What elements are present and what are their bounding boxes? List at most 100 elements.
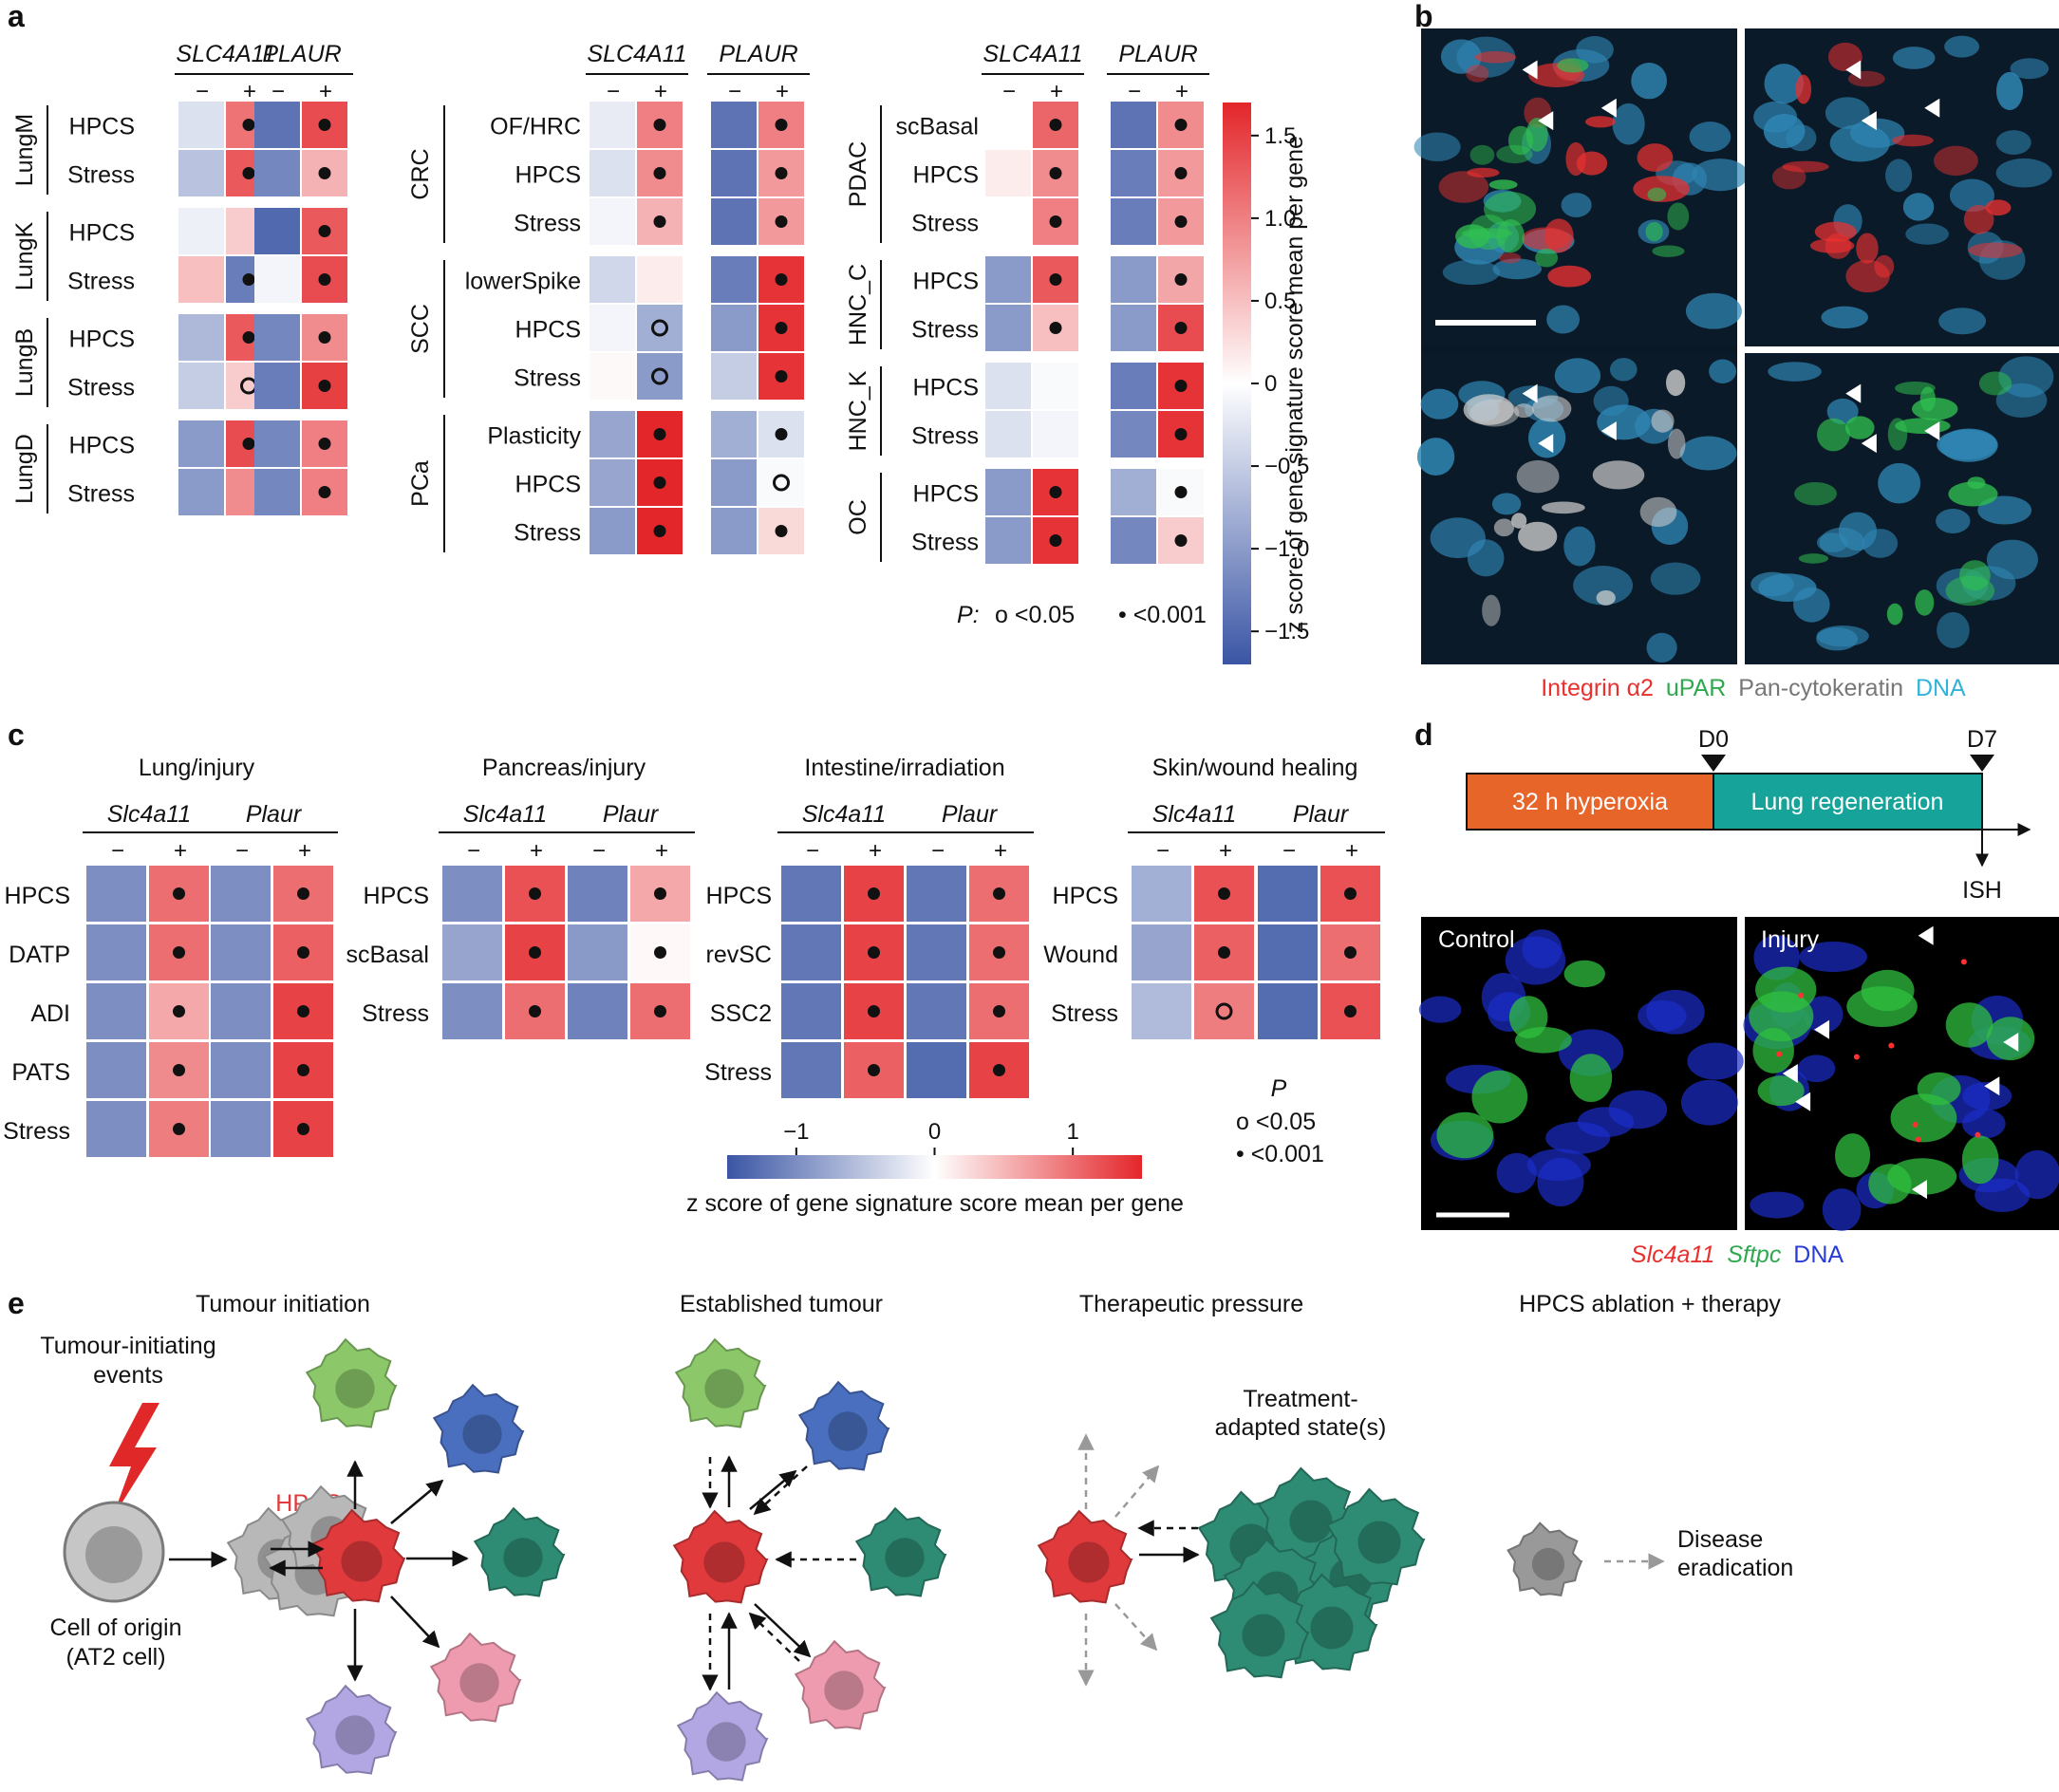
- heatmap-cell: [781, 1042, 841, 1098]
- panel-a-p-circle: o <0.05: [995, 602, 1075, 628]
- gene-label-plaur: PLAUR: [262, 41, 341, 67]
- d7-marker: [1970, 755, 1994, 772]
- significance-mark: [318, 273, 331, 286]
- sign-minus: −: [592, 838, 606, 864]
- significance-mark: [775, 167, 788, 179]
- colorbar-tick-label: 1: [1066, 1119, 1078, 1145]
- heatmap-cell: [568, 983, 627, 1039]
- significance-mark: [775, 322, 788, 334]
- significance-mark: [773, 474, 790, 492]
- significance-mark: [1049, 486, 1062, 498]
- cell-blue: [432, 1383, 525, 1474]
- micrograph-upar: [1745, 353, 2059, 664]
- row-label: HPCS: [913, 375, 979, 401]
- phase-regeneration: [1713, 773, 1983, 831]
- cell-lavender: [676, 1690, 769, 1782]
- heatmap-cell: [211, 983, 271, 1039]
- phase-hyperoxia-label: 32 h hyperoxia: [1512, 789, 1668, 815]
- row-label: Stress: [67, 481, 135, 508]
- panel-a-p-dot: • <0.001: [1118, 602, 1207, 628]
- arrowhead-icon: [1600, 421, 1617, 440]
- gene-label-plaur: Plaur: [1293, 801, 1350, 828]
- arrow: [1114, 1603, 1158, 1652]
- significance-mark: [173, 887, 185, 900]
- hpcs-cell-red: [1037, 1509, 1133, 1604]
- heatmap-cell: [254, 314, 300, 361]
- arrowhead-icon: [1918, 925, 1934, 945]
- erad-line2: eradication: [1677, 1555, 1793, 1581]
- heatmap-cell: [907, 866, 966, 922]
- heatmap-cell: [985, 102, 1031, 148]
- heatmap-cell: [86, 1101, 146, 1157]
- cell-lavender: [305, 1684, 398, 1775]
- cell-of-origin: [63, 1501, 165, 1603]
- row-label: Stress: [911, 530, 979, 556]
- gene-label-slc4a11: SLC4A11: [176, 41, 275, 67]
- heatmap-cell: [1111, 150, 1156, 196]
- gene-label-slc4a11: Slc4a11: [1152, 801, 1237, 828]
- significance-mark: [1049, 273, 1062, 286]
- sign-minus: −: [806, 838, 819, 864]
- significance-mark: [653, 476, 666, 489]
- significance-mark: [242, 331, 255, 344]
- timeline-d7: D7: [1967, 726, 1997, 753]
- sign-plus: +: [655, 838, 668, 864]
- significance-mark: [1344, 887, 1357, 900]
- panel-c-p-dot: • <0.001: [1236, 1141, 1324, 1167]
- colorbar-tick-label: 1.0: [1264, 206, 1296, 232]
- arrow: [753, 1465, 808, 1516]
- title-tumour-initiation: Tumour initiation: [196, 1291, 370, 1317]
- group-label: SCC: [407, 304, 434, 354]
- significance-mark: [1174, 380, 1188, 392]
- row-label: HPCS: [913, 269, 979, 295]
- significance-mark: [1218, 887, 1230, 900]
- heatmap-cell: [254, 469, 300, 515]
- row-label: Stress: [911, 423, 979, 450]
- heatmap-cell: [1111, 198, 1156, 245]
- heatmap-cell: [211, 924, 271, 980]
- arrowhead-icon: [1522, 60, 1538, 80]
- row-label: Stress: [514, 520, 581, 547]
- significance-mark: [297, 1123, 309, 1135]
- significance-mark: [1174, 534, 1188, 547]
- heatmap-cell: [1111, 411, 1156, 457]
- cell-pink: [794, 1639, 887, 1730]
- heatmap-cell: [590, 198, 635, 245]
- significance-mark: [318, 167, 331, 179]
- heatmap-cell: [711, 411, 757, 457]
- row-label: scBasal: [346, 942, 429, 968]
- adapted-line2: adapted state(s): [1215, 1414, 1387, 1441]
- panel-e-cells: [226, 1337, 1665, 1782]
- row-label: Stress: [67, 269, 135, 295]
- significance-mark: [529, 887, 541, 900]
- row-label: Stress: [67, 162, 135, 189]
- significance-mark: [1344, 1005, 1357, 1017]
- arrowhead-icon: [1924, 98, 1940, 118]
- heatmap-cell: [637, 305, 683, 351]
- significance-mark: [297, 946, 309, 959]
- heatmap-cell: [178, 208, 224, 254]
- significance-mark: [775, 273, 788, 286]
- panel-b-caption: Integrin α2 uPAR Pan-cytokeratin DNA: [1541, 675, 1966, 701]
- significance-mark: [318, 225, 331, 237]
- colorbar-tick-label: 0.5: [1264, 289, 1296, 314]
- micrograph-pancytokeratin: [1416, 353, 1737, 664]
- significance-mark: [242, 273, 255, 286]
- significance-mark: [242, 119, 255, 131]
- significance-mark: [1215, 1002, 1233, 1020]
- heatmap-cell: [442, 924, 502, 980]
- heatmap-cell: [1033, 411, 1078, 457]
- panel-d-micrographs: [1418, 917, 2059, 1231]
- cell-blue: [797, 1380, 890, 1471]
- significance-mark: [651, 319, 668, 337]
- heatmap-cell: [254, 208, 300, 254]
- row-label: SSC2: [710, 1000, 772, 1027]
- significance-mark: [1174, 486, 1188, 498]
- row-label: Stress: [514, 211, 581, 237]
- significance-mark: [775, 119, 788, 131]
- significance-mark: [1218, 946, 1230, 959]
